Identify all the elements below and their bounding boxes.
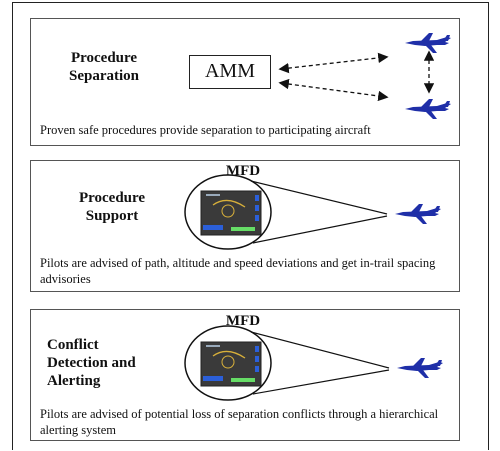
- title-line: Support: [85, 208, 139, 224]
- mfd-screen: [200, 341, 262, 387]
- aircraft-icon: [405, 33, 451, 53]
- separation-arrows: [278, 33, 451, 119]
- mfd-figure: [184, 325, 443, 401]
- title-line: Procedure: [70, 50, 138, 66]
- panel-title: Procedure Separation: [49, 49, 159, 85]
- panel-description: Pilots are advised of potential loss of …: [40, 407, 439, 437]
- aircraft-icon: [395, 204, 441, 224]
- mfd-magnifier-ellipse: [184, 174, 272, 250]
- panel-description: Pilots are advised of path, altitude and…: [40, 256, 436, 286]
- title-line: Conflict: [47, 337, 99, 353]
- view-line-upper: [250, 180, 388, 215]
- title-line: Alerting: [47, 373, 101, 389]
- amm-box: AMM: [189, 55, 271, 89]
- view-line-upper: [250, 331, 390, 369]
- title-line: Detection and: [47, 355, 136, 371]
- aircraft-icon: [405, 99, 451, 119]
- panel-conflict-detection: MFD Conflict Detection and Alerting: [30, 309, 460, 441]
- panel-description: Proven safe procedures provide separatio…: [40, 123, 371, 137]
- panel-procedure-support: MFD Procedure Support: [30, 160, 460, 292]
- outer-frame: [12, 2, 489, 450]
- panel-title: Procedure Support: [57, 189, 167, 225]
- title-line: Procedure: [78, 190, 146, 206]
- title-line: Separation: [68, 68, 139, 84]
- view-line-lower: [252, 215, 388, 244]
- panel-title: Conflict Detection and Alerting: [47, 336, 159, 390]
- mfd-screen: [200, 190, 262, 236]
- mfd-magnifier-ellipse: [184, 325, 272, 401]
- aircraft-icon: [397, 358, 443, 378]
- arrow-lower: [278, 78, 389, 102]
- view-line-lower: [252, 369, 390, 395]
- mfd-label: MFD: [225, 313, 261, 329]
- panel-procedure-separation: Procedure Separation AMM: [30, 18, 460, 146]
- arrow-upper: [278, 52, 389, 74]
- mfd-figure: [184, 174, 441, 250]
